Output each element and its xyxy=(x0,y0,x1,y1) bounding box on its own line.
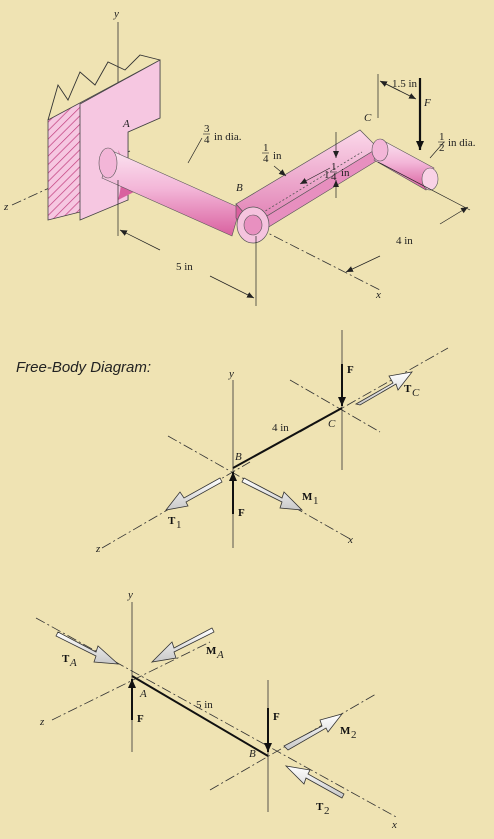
dim-5-line-left xyxy=(119,229,161,251)
x-axis-label: x xyxy=(375,289,381,301)
dia-34-leader xyxy=(187,137,203,164)
width-114-den: 4 xyxy=(331,171,337,183)
t2-vector xyxy=(284,765,345,799)
dia-12-den: 2 xyxy=(439,142,445,154)
dim-4-label: 4 in xyxy=(396,235,413,247)
crank-pin-end xyxy=(421,167,439,191)
x-axis-line xyxy=(257,227,381,291)
mid-m1-label: M xyxy=(302,491,313,503)
dia-12-text: in dia. xyxy=(448,137,476,149)
m2-vector xyxy=(283,713,344,751)
shaft-ab-end xyxy=(98,147,118,179)
dia-34-num: 3 xyxy=(204,123,210,135)
crank-pin-base xyxy=(371,138,389,162)
bot-ma-label: M xyxy=(206,645,217,657)
bot-x-axis xyxy=(35,617,399,819)
dia-34-den: 4 xyxy=(204,134,210,146)
force-f-label: F xyxy=(423,97,431,109)
bot-point-a: A xyxy=(139,688,147,700)
fbd-shaft: y z x 5 in A B F F T A M A M 2 T xyxy=(35,589,399,831)
bot-point-b: B xyxy=(249,748,256,760)
fbd-arm: y z x 4 in B C F F T C T 1 M 1 xyxy=(95,330,449,555)
ma-vector xyxy=(150,627,215,663)
part-drawing: y z x F A B C 3 4 in d xyxy=(3,8,476,306)
width-114-num: 1 xyxy=(331,161,337,173)
wall-broken-edge xyxy=(47,54,161,121)
arm-b-hole xyxy=(243,214,263,236)
mid-m1-sub: 1 xyxy=(313,495,319,507)
dim-15-line-back xyxy=(379,80,401,92)
mid-x-label: x xyxy=(347,534,353,546)
bot-m2-sub: 2 xyxy=(351,729,357,741)
mid-tc-label: T xyxy=(404,383,412,395)
bot-t2-label: T xyxy=(316,801,324,813)
mid-arm-member xyxy=(232,407,343,469)
width-114-unit: in xyxy=(341,167,350,179)
mid-force-f-top-label: F xyxy=(347,364,354,376)
bot-x-label: x xyxy=(391,819,397,831)
point-c-label: C xyxy=(364,112,372,124)
mid-point-b: B xyxy=(235,451,242,463)
bot-force-f-b-label: F xyxy=(273,711,280,723)
mid-c-xline xyxy=(289,379,381,433)
thick-14-num: 1 xyxy=(263,142,269,154)
dia-12-leader xyxy=(429,141,445,159)
fbd-title: Free-Body Diagram: xyxy=(16,359,152,376)
y-axis-label: y xyxy=(113,8,119,20)
dim-5-line-right xyxy=(209,275,255,299)
bot-z-axis xyxy=(51,641,211,721)
bot-z-label: z xyxy=(39,716,45,728)
ta-vector xyxy=(55,631,120,665)
dia-12-num: 1 xyxy=(439,131,445,143)
mid-x-axis xyxy=(167,435,353,541)
t1-vector xyxy=(165,477,223,511)
bot-m2-label: M xyxy=(340,725,351,737)
point-b-label: B xyxy=(236,182,243,194)
mid-dim-4: 4 in xyxy=(272,422,289,434)
bot-force-f-a-label: F xyxy=(137,713,144,725)
mid-t1-label: T xyxy=(168,515,176,527)
width-dim-leader xyxy=(299,167,331,185)
thick-14-den: 4 xyxy=(263,153,269,165)
thick-14-unit: in xyxy=(273,150,282,162)
point-a-label: A xyxy=(122,118,130,130)
mid-c-zline xyxy=(299,347,449,433)
dim-4-ext-top xyxy=(377,161,471,211)
mid-t1-sub: 1 xyxy=(176,519,182,531)
tc-vector xyxy=(354,371,413,406)
dim-4-line-left xyxy=(345,255,381,273)
dim-15-label: 1.5 in xyxy=(392,78,418,90)
dim-5-label: 5 in xyxy=(176,261,193,273)
width-114-whole: 1 xyxy=(324,169,330,181)
bot-y-label: y xyxy=(127,589,133,601)
bot-t2-sub: 2 xyxy=(324,805,330,817)
bot-ta-sub: A xyxy=(69,657,77,669)
m1-vector xyxy=(241,477,304,511)
bot-dim-5: 5 in xyxy=(196,699,213,711)
mid-tc-sub: C xyxy=(412,387,420,399)
bot-ma-sub: A xyxy=(216,649,224,661)
bot-shaft-member xyxy=(131,675,269,757)
thick-14-leader xyxy=(273,165,287,177)
z-axis-label: z xyxy=(3,201,9,213)
mid-z-label: z xyxy=(95,543,101,555)
arm-bc-hidden xyxy=(261,151,363,214)
mid-point-c: C xyxy=(328,418,336,430)
mid-y-label: y xyxy=(228,368,234,380)
dim-4-line-right xyxy=(439,206,469,225)
dia-34-text: in dia. xyxy=(214,131,242,143)
bot-ta-label: T xyxy=(62,653,70,665)
mid-force-f-bottom-label: F xyxy=(238,507,245,519)
